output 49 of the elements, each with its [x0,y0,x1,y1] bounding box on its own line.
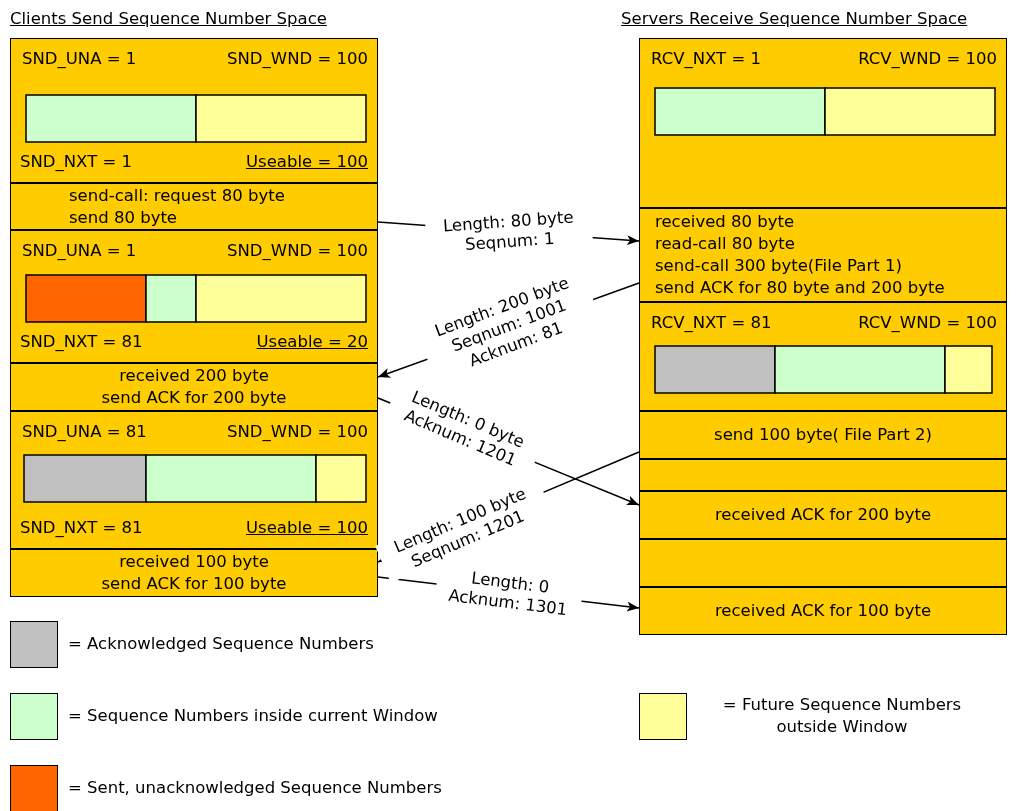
event-box [10,363,378,411]
event-text: received 100 byte [118,551,270,573]
event-box [639,208,1007,302]
state-variable: Useable = 100 [246,151,368,173]
event-text: received ACK for 100 byte [713,600,933,622]
state-variable: SND_NXT = 81 [20,517,143,539]
event-text: send 100 byte( File Part 2) [713,424,933,446]
column-heading: Clients Send Sequence Number Space [10,8,327,30]
state-variable: Useable = 100 [246,517,368,539]
window-state-panel [10,230,378,363]
state-variable: RCV_WND = 100 [858,312,997,334]
event-box [639,491,1007,539]
legend-text: = Acknowledged Sequence Numbers [68,633,374,655]
event-text: send ACK for 80 byte and 200 byte [655,277,946,299]
empty-box [639,459,1007,491]
state-variable: SND_UNA = 81 [22,421,147,443]
state-variable: RCV_NXT = 81 [651,312,772,334]
state-variable: SND_WND = 100 [227,240,368,262]
event-text: received 80 byte [655,211,796,233]
state-variable: SND_NXT = 81 [20,331,143,353]
state-variable: SND_WND = 100 [227,48,368,70]
legend-text: = Sent, unacknowledged Sequence Numbers [68,777,442,799]
event-box [10,183,378,230]
window-state-panel [10,411,378,549]
window-state-panel [10,38,378,183]
event-text: send-call 300 byte(File Part 1) [655,255,903,277]
state-variable: SND_UNA = 1 [22,240,137,262]
window-state-panel [639,38,1007,208]
event-text: send 80 byte [69,206,179,229]
state-variable: SND_UNA = 1 [22,48,137,70]
legend-text: = Sequence Numbers inside current Window [68,705,438,727]
window-state-panel [639,302,1007,411]
state-variable: SND_NXT = 1 [20,151,133,173]
event-box [10,549,378,597]
event-box [639,587,1007,635]
state-variable: Useable = 20 [256,331,368,353]
empty-box [639,539,1007,587]
column-heading: Servers Receive Sequence Number Space [621,8,968,30]
event-text: send-call: request 80 byte [69,184,286,207]
state-variable: SND_WND = 100 [227,421,368,443]
event-text: send ACK for 200 byte [100,387,288,409]
event-text: read-call 80 byte [655,233,796,255]
state-variable: RCV_WND = 100 [858,48,997,70]
event-box [639,411,1007,459]
event-text: received ACK for 200 byte [713,504,933,526]
event-text: send ACK for 100 byte [100,573,288,595]
state-variable: RCV_NXT = 1 [651,48,761,70]
legend-text: = Future Sequence Numbers outside Window [721,694,963,738]
event-text: received 200 byte [118,365,270,387]
